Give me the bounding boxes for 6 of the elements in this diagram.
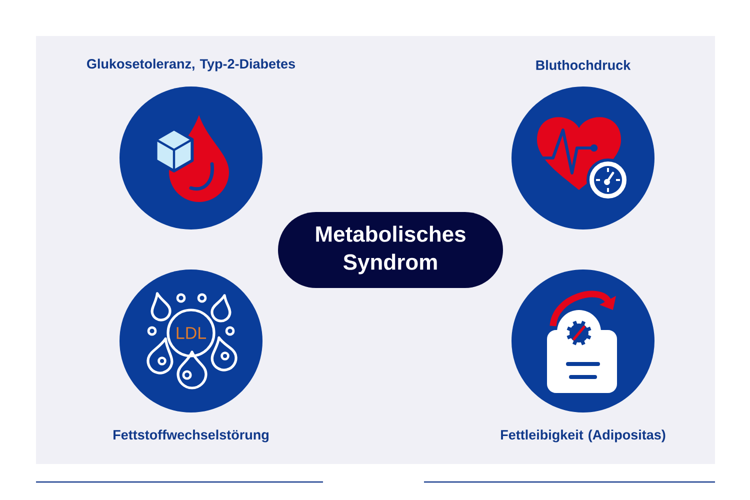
rounded-box: Metabolisches Syndrom [278,212,503,288]
heading: Fettleibigkeit (Adipositas) [501,430,666,442]
icon-text: LDL [176,327,206,339]
heading: Fettstoffwechselstörung [114,430,268,442]
heading: Bluthochdruck [536,60,631,70]
heading: Glukosetoleranz, Typ-2-Diabetes [87,58,295,72]
